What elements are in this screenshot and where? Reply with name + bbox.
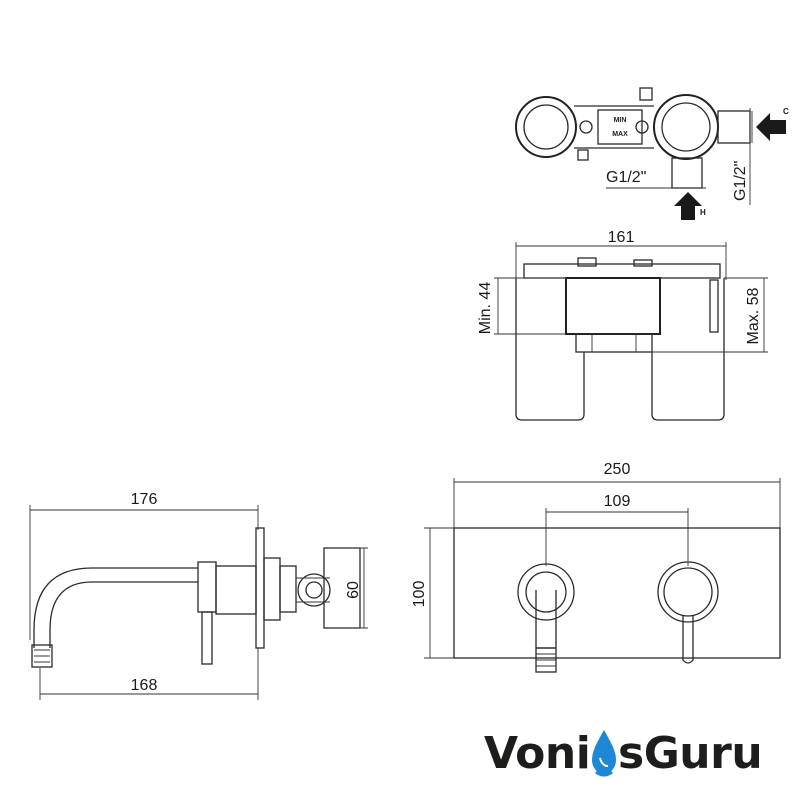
plate-height-dimension: 100	[411, 581, 428, 608]
front-view: 250 109 100	[411, 461, 781, 673]
cold-inlet-arrow-icon	[756, 113, 786, 141]
top-view: MIN MAX C H G1/2" G1/2"	[515, 87, 789, 220]
thread-horizontal-label: G1/2"	[606, 169, 646, 186]
cold-inlet-letter: C	[783, 107, 789, 116]
width-dimension: 161	[608, 229, 635, 246]
spout-length-dimension: 168	[131, 677, 158, 694]
side-view: 176 60 168	[29, 491, 368, 700]
hot-inlet-arrow-icon	[674, 192, 702, 220]
centers-dimension: 109	[604, 493, 631, 510]
brand-name-part2: sGuru	[618, 728, 762, 779]
min-label: MIN	[614, 117, 627, 124]
water-drop-icon	[592, 730, 616, 777]
body-view: 161 Min. 44 Max. 58	[477, 229, 768, 421]
overall-length-dimension: 176	[131, 491, 158, 508]
max-depth-dimension: Max. 58	[745, 287, 762, 344]
brand-name-part1: Voni	[484, 728, 590, 779]
plate-width-dimension: 250	[604, 461, 631, 478]
brand-logo: Voni sGuru	[480, 722, 780, 782]
min-depth-dimension: Min. 44	[477, 282, 494, 335]
max-label: MAX	[612, 131, 628, 138]
height-dimension: 60	[345, 581, 362, 599]
hot-inlet-letter: H	[700, 208, 706, 217]
thread-vertical-label: G1/2"	[732, 161, 749, 201]
